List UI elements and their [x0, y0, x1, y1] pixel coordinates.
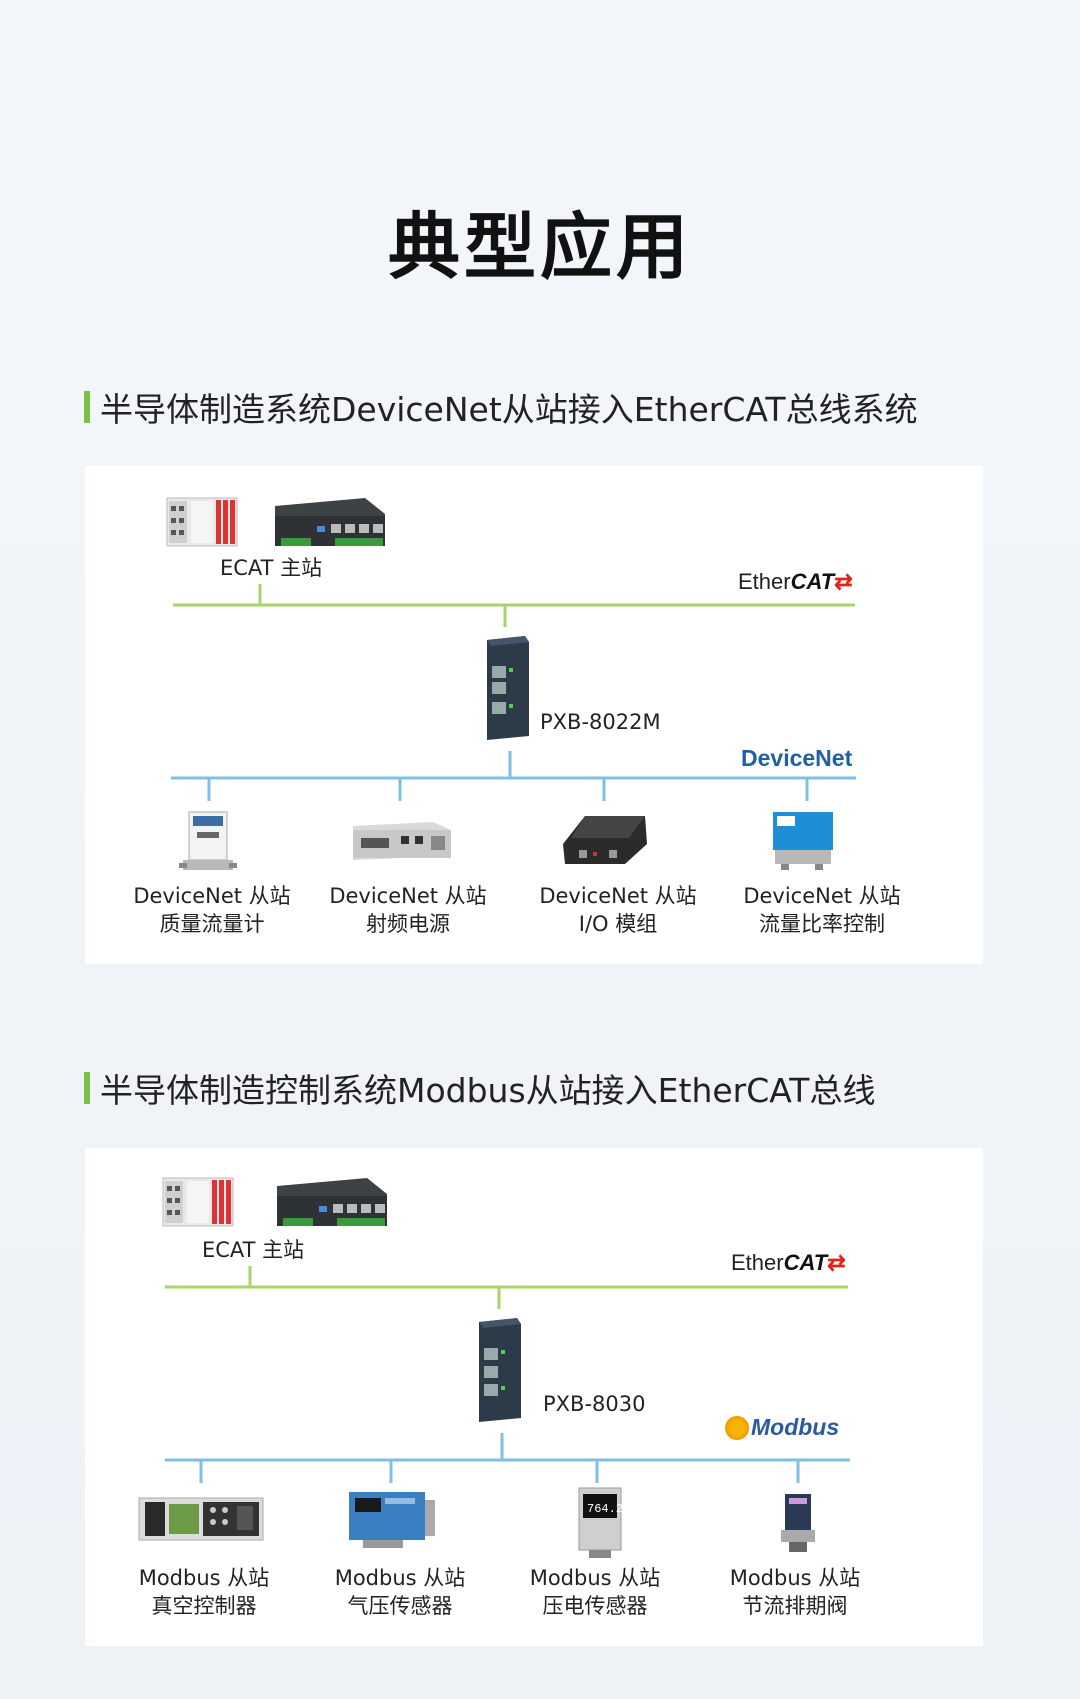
slave-label-line1: Modbus 从站: [138, 1566, 270, 1590]
slave-label-line1: Modbus 从站: [334, 1566, 466, 1590]
flow-ratio-controller-icon: [773, 812, 833, 870]
pressure-sensor-icon: [349, 1492, 435, 1548]
slave-label-line1: DeviceNet 从站: [743, 884, 901, 908]
section1-slave-label: DeviceNet 从站 射频电源: [308, 882, 508, 938]
rf-power-supply-icon: [353, 822, 451, 860]
ethercat-arrow-icon: ⇄: [827, 1250, 846, 1275]
section2-diagram-panel: 764.2 ECAT 主站 EtherCAT⇄ PXB-8030 Modbus …: [85, 1148, 983, 1646]
ethercat-logo-plain: Ether: [738, 569, 791, 594]
heading-accent-bar: [84, 391, 90, 423]
section2-heading: 半导体制造控制系统Modbus从站接入EtherCAT总线: [84, 1064, 875, 1112]
ethercat-master-box-icon: [277, 1178, 387, 1226]
slave-label-line2: 射频电源: [366, 912, 450, 936]
ethercat-master-box-icon: [275, 498, 385, 546]
slave-label-line2: 流量比率控制: [759, 912, 885, 936]
section2-master-label: ECAT 主站: [202, 1238, 305, 1262]
section1-heading: 半导体制造系统DeviceNet从站接入EtherCAT总线系统: [84, 383, 918, 431]
io-module-icon: [563, 816, 647, 864]
gateway-pxb8022m-icon: [487, 636, 529, 740]
slave-label-line1: Modbus 从站: [729, 1566, 861, 1590]
section1-topology-svg: [166, 497, 856, 870]
vacuum-controller-icon: [138, 1497, 264, 1541]
plc-controller-icon: [166, 497, 238, 547]
mass-flow-meter-icon: [179, 811, 237, 870]
slave-label-line2: 节流排期阀: [742, 1594, 848, 1618]
ethercat-arrow-icon: ⇄: [834, 569, 853, 594]
section2-slave-label: Modbus 从站 节流排期阀: [695, 1564, 895, 1620]
ethercat-logo: EtherCAT⇄: [731, 1250, 846, 1276]
throttle-valve-icon: [781, 1494, 815, 1552]
section1-master-label: ECAT 主站: [220, 556, 323, 580]
section2-heading-text: 半导体制造控制系统Modbus从站接入EtherCAT总线: [100, 1071, 876, 1110]
slave-label-line1: DeviceNet 从站: [329, 884, 487, 908]
page-title: 典型应用: [387, 205, 692, 289]
heading-accent-bar: [84, 1072, 90, 1104]
modbus-network-icon: [725, 1415, 749, 1440]
ethercat-logo-bold: CAT: [790, 569, 835, 594]
section2-slave-label: Modbus 从站 气压传感器: [300, 1564, 500, 1620]
section2-gateway-label: PXB-8030: [543, 1392, 646, 1416]
gateway-pxb8030-icon: [479, 1318, 521, 1422]
slave-label-line1: Modbus 从站: [529, 1566, 661, 1590]
ethercat-logo: EtherCAT⇄: [738, 569, 853, 595]
section1-slave-label: DeviceNet 从站 质量流量计: [112, 882, 312, 938]
slave-label-line2: 质量流量计: [159, 912, 265, 936]
slave-label-line2: I/O 模组: [578, 912, 658, 936]
modbus-logo: Modbus: [725, 1414, 839, 1441]
slave-label-line1: DeviceNet 从站: [539, 884, 697, 908]
section1-gateway-label: PXB-8022M: [540, 710, 661, 734]
slave-label-line1: DeviceNet 从站: [133, 884, 291, 908]
ethercat-logo-plain: Ether: [731, 1250, 784, 1275]
slave-label-line2: 压电传感器: [542, 1594, 648, 1618]
ethercat-logo-bold: CAT: [783, 1250, 828, 1275]
section2-topology-svg: 764.2: [138, 1177, 850, 1558]
section1-heading-text: 半导体制造系统DeviceNet从站接入EtherCAT总线系统: [100, 390, 918, 429]
modbus-logo-text: Modbus: [751, 1414, 840, 1440]
section1-slave-label: DeviceNet 从站 I/O 模组: [518, 882, 718, 938]
section2-slave-label: Modbus 从站 真空控制器: [104, 1564, 304, 1620]
slave-label-line2: 真空控制器: [151, 1594, 257, 1618]
plc-controller-icon: [162, 1177, 234, 1227]
slave-label-line2: 气压传感器: [347, 1594, 453, 1618]
devicenet-logo: DeviceNet: [741, 745, 853, 771]
section1-slave-label: DeviceNet 从站 流量比率控制: [722, 882, 922, 938]
piezo-display-value: 764.2: [587, 1502, 623, 1516]
piezo-sensor-icon: 764.2: [578, 1487, 623, 1558]
section2-slave-label: Modbus 从站 压电传感器: [495, 1564, 695, 1620]
section1-diagram-panel: ECAT 主站 EtherCAT⇄ PXB-8022M DeviceNet De…: [85, 466, 983, 964]
